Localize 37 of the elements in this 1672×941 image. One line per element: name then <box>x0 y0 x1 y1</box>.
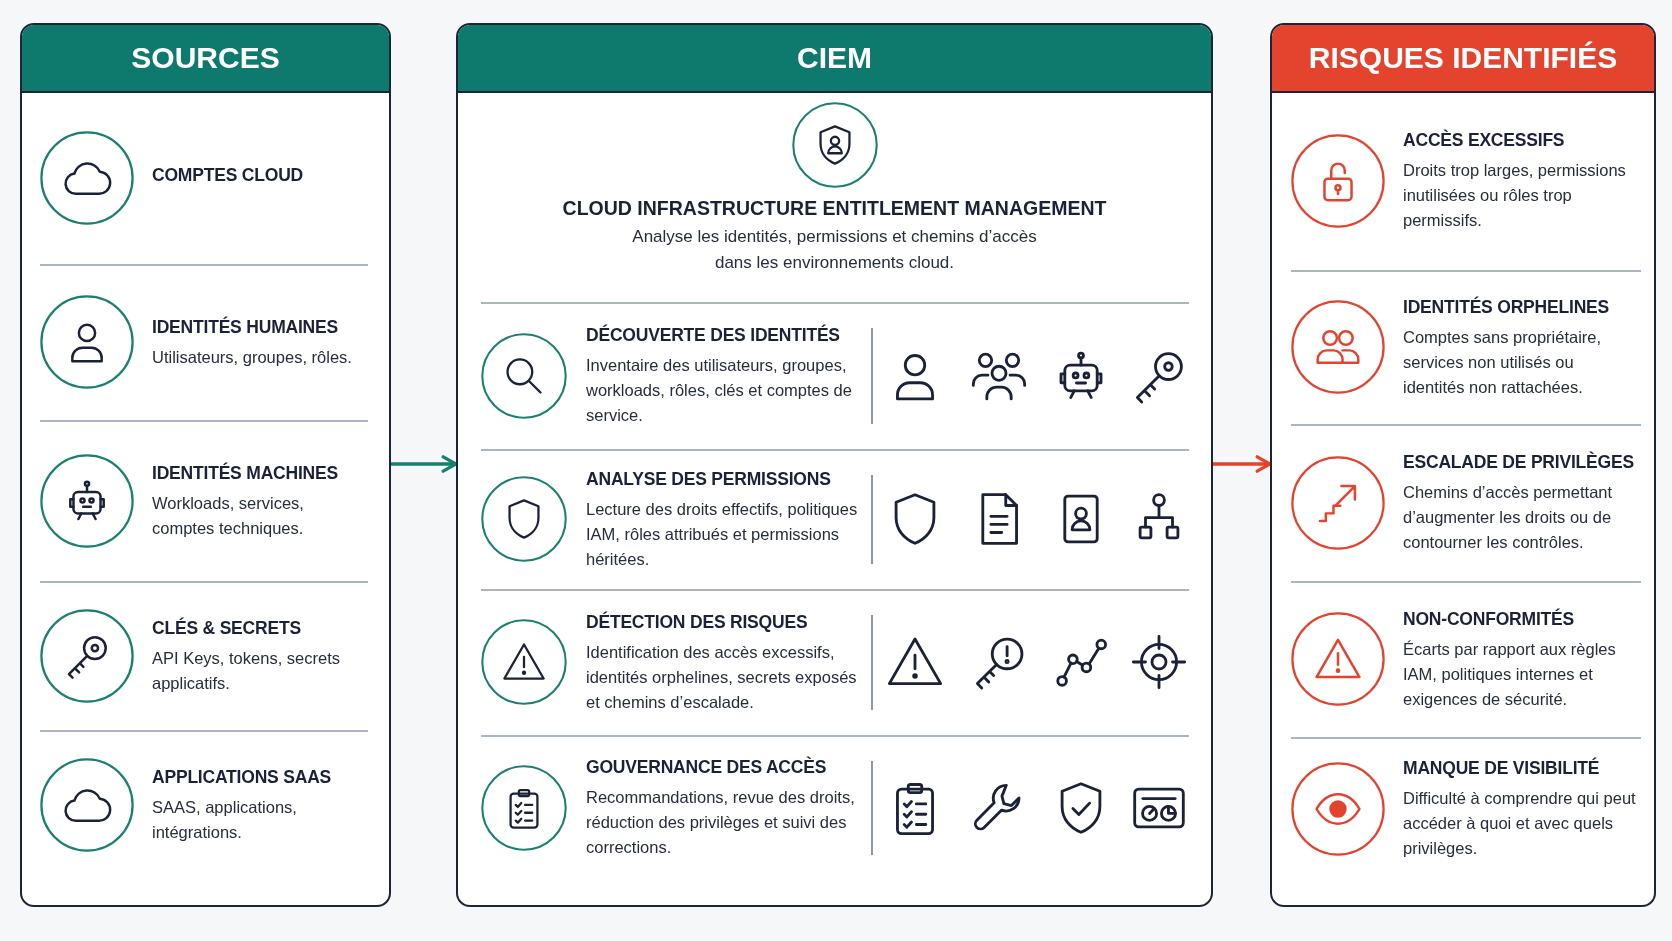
item-title: ANALYSE DES PERMISSIONS <box>586 467 832 491</box>
panel <box>20 23 391 907</box>
item-description: Droits trop larges, permissions inutilisées ou rôles trop permissifs. <box>1403 160 1627 231</box>
subtitle: CLOUD INFRASTRUCTURE ENTITLEMENT MANAGEMENT <box>561 196 1108 221</box>
item-description: Inventaire des utilisateurs, groupes, workloads, rôles, clés et comptes de service. <box>586 355 853 426</box>
arrow <box>1211 455 1272 473</box>
panel-title: CIEM <box>797 40 872 76</box>
item-description: Lecture des droits effectifs, politiques IAM, rôles attribués et permissions héritées. <box>586 498 859 570</box>
item-title: CLÉS & SECRETS <box>152 616 302 640</box>
item-title: DÉTECTION DES RISQUES <box>586 610 809 634</box>
item-title: ESCALADE DE PRIVILÈGES <box>1403 450 1635 474</box>
item-description: Chemins d’accès permettant d’augmenter les droits ou de contourner les contrôles. <box>1403 482 1614 553</box>
arrow <box>389 455 458 473</box>
item-description: Utilisateurs, groupes, rôles. <box>152 346 352 368</box>
item-title: IDENTITÉS ORPHELINES <box>1403 295 1611 319</box>
panel <box>1270 23 1656 907</box>
item-title: MANQUE DE VISIBILITÉ <box>1403 756 1601 780</box>
item-description: Identification des accès excessifs, identités orphelines, secrets exposés et chemins d’escalade. <box>586 641 858 713</box>
item-description: API Keys, tokens, secrets applicatifs. <box>152 647 341 694</box>
item-description: Difficulté à comprendre qui peut accéder à quoi et avec quels privilèges. <box>1403 788 1637 859</box>
item-description: Comptes sans propriétaire, services non utilisés ou identités non rattachées. <box>1403 326 1603 398</box>
item-title: IDENTITÉS HUMAINES <box>152 315 339 339</box>
item-title: IDENTITÉS MACHINES <box>152 461 339 485</box>
item-description: Recommandations, revue des droits, réduction des privilèges et suivi des corrections. <box>586 787 856 858</box>
item-title: APPLICATIONS SAAS <box>152 766 333 789</box>
item-description: SAAS, applications, intégrations. <box>152 797 298 843</box>
item-description: Workloads, services, comptes techniques. <box>152 492 305 539</box>
item-title: COMPTES CLOUD <box>152 164 304 187</box>
item-title: ACCÈS EXCESSIFS <box>1403 128 1566 152</box>
item-title: DÉCOUVERTE DES IDENTITÉS <box>586 323 841 347</box>
item-description: Écarts par rapport aux règles IAM, politiques internes et exigences de sécurité. <box>1403 638 1617 710</box>
panel <box>456 23 1213 907</box>
panel-title: RISQUES IDENTIFIÉS <box>1308 40 1618 76</box>
item-title: NON-CONFORMITÉS <box>1403 607 1576 631</box>
description: Analyse les identités, permissions et chemins d’accès dans les environnements cloud. <box>631 226 1038 274</box>
item-title: GOUVERNANCE DES ACCÈS <box>586 755 828 779</box>
panel-title: SOURCES <box>131 40 280 76</box>
